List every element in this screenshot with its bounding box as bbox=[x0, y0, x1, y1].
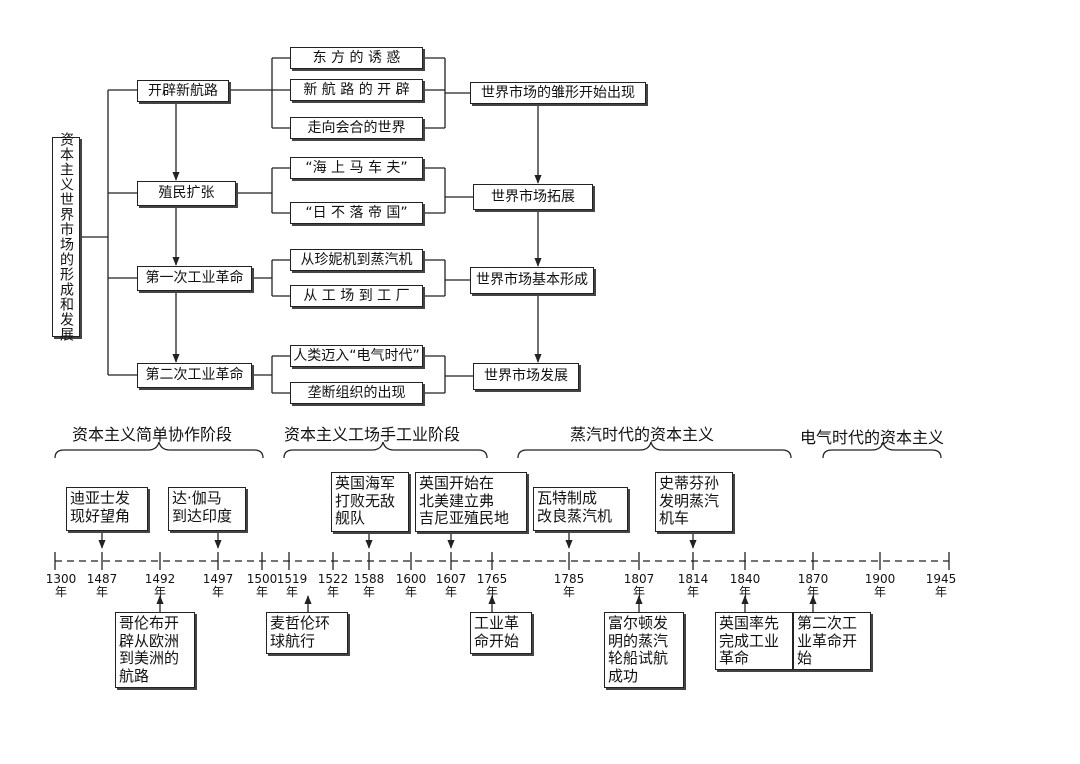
stage-label: 资本主义简单协作阶段 bbox=[72, 425, 233, 444]
year-label: 1840 年 bbox=[729, 572, 761, 600]
sub-topic: “日 不 落 帝 国” bbox=[290, 202, 423, 224]
year-label: 1785 年 bbox=[553, 572, 585, 600]
event-card: 史蒂芬孙 发明蒸汽 机车 bbox=[655, 472, 733, 532]
year-label: 1600 年 bbox=[395, 572, 427, 600]
event-card: 工业革 命开始 bbox=[470, 612, 532, 654]
stage-label: 资本主义工场手工业阶段 bbox=[284, 425, 461, 444]
branch-first-industrial-revolution: 第一次工业革命 bbox=[137, 266, 252, 291]
sub-topic: 东 方 的 诱 惑 bbox=[290, 47, 423, 69]
stage-brace bbox=[283, 441, 488, 459]
branch-label: 第一次工业革命 bbox=[145, 270, 244, 287]
sub-topic-label: 新 航 路 的 开 辟 bbox=[303, 81, 410, 98]
year-label: 1900 年 bbox=[864, 572, 896, 600]
year-label: 1497 年 bbox=[202, 572, 234, 600]
stage-brace bbox=[517, 441, 792, 459]
stage-brace bbox=[54, 441, 264, 459]
sub-topic-label: “海 上 马 车 夫” bbox=[305, 159, 408, 176]
branch-label: 殖民扩张 bbox=[158, 185, 215, 202]
year-label: 1522 年 bbox=[317, 572, 349, 600]
root-topic-label: 资本主义世界市场的形成和发展 bbox=[58, 132, 75, 342]
result-box: 世界市场拓展 bbox=[473, 184, 593, 210]
year-label: 1487 年 bbox=[86, 572, 118, 600]
sub-topic-label: 走向会合的世界 bbox=[307, 119, 406, 136]
branch-colonial-expansion: 殖民扩张 bbox=[137, 181, 236, 206]
result-label: 世界市场的雏形开始出现 bbox=[481, 84, 635, 101]
root-topic: 资本主义世界市场的形成和发展 bbox=[52, 132, 80, 342]
sub-topic: 走向会合的世界 bbox=[290, 117, 423, 139]
year-label: 1519 年 bbox=[276, 572, 308, 600]
sub-topic: 人类迈入“电气时代” bbox=[290, 345, 423, 367]
sub-topic-label: 从珍妮机到蒸汽机 bbox=[300, 251, 413, 268]
result-box: 世界市场发展 bbox=[473, 363, 579, 390]
sub-topic-label: “日 不 落 帝 国” bbox=[305, 204, 408, 221]
result-label: 世界市场发展 bbox=[484, 368, 568, 385]
sub-topic-label: 东 方 的 诱 惑 bbox=[312, 49, 401, 66]
stage-brace bbox=[822, 441, 942, 459]
sub-topic: 从 工 场 到 工 厂 bbox=[290, 285, 423, 307]
result-label: 世界市场基本形成 bbox=[476, 272, 588, 289]
sub-topic: 从珍妮机到蒸汽机 bbox=[290, 249, 423, 271]
stage-label: 电气时代的资本主义 bbox=[800, 428, 945, 447]
sub-topic-label: 人类迈入“电气时代” bbox=[293, 347, 420, 364]
result-label: 世界市场拓展 bbox=[491, 188, 575, 205]
event-card: 富尔顿发 明的蒸汽 轮船试航 成功 bbox=[604, 612, 684, 688]
event-card: 英国率先 完成工业 革命 bbox=[715, 612, 793, 670]
year-label: 1500 年 bbox=[246, 572, 278, 600]
year-label: 1607 年 bbox=[435, 572, 467, 600]
sub-topic: “海 上 马 车 夫” bbox=[290, 157, 423, 179]
year-label: 1492 年 bbox=[144, 572, 176, 600]
sub-topic-label: 垄断组织的出现 bbox=[307, 384, 406, 401]
event-card: 哥伦布开 辟从欧洲 到美洲的 航路 bbox=[115, 612, 195, 688]
year-label: 1814 年 bbox=[677, 572, 709, 600]
event-card: 英国开始在 北美建立弗 吉尼亚殖民地 bbox=[415, 472, 527, 532]
branch-label: 开辟新航路 bbox=[148, 82, 218, 99]
year-label: 1300 年 bbox=[45, 572, 77, 600]
year-label: 1765 年 bbox=[476, 572, 508, 600]
sub-topic: 垄断组织的出现 bbox=[290, 382, 423, 404]
branch-new-sea-route: 开辟新航路 bbox=[137, 80, 229, 102]
sub-topic: 新 航 路 的 开 辟 bbox=[290, 79, 423, 101]
sub-topic-label: 从 工 场 到 工 厂 bbox=[303, 287, 410, 304]
stage-label: 蒸汽时代的资本主义 bbox=[570, 425, 715, 444]
result-box: 世界市场的雏形开始出现 bbox=[470, 82, 646, 104]
branch-second-industrial-revolution: 第二次工业革命 bbox=[137, 363, 252, 388]
result-box: 世界市场基本形成 bbox=[470, 267, 594, 294]
event-card: 达·伽马 到达印度 bbox=[168, 487, 246, 531]
year-label: 1807 年 bbox=[623, 572, 655, 600]
year-label: 1588 年 bbox=[353, 572, 385, 600]
year-label: 1945 年 bbox=[925, 572, 957, 600]
event-card: 瓦特制成 改良蒸汽机 bbox=[533, 487, 628, 531]
event-card: 第二次工 业革命开 始 bbox=[793, 612, 871, 670]
year-label: 1870 年 bbox=[797, 572, 829, 600]
event-card: 麦哲伦环 球航行 bbox=[266, 612, 348, 654]
branch-label: 第二次工业革命 bbox=[145, 367, 244, 384]
event-card: 迪亚士发 现好望角 bbox=[66, 487, 148, 531]
event-card: 英国海军 打败无敌 舰队 bbox=[331, 472, 409, 532]
